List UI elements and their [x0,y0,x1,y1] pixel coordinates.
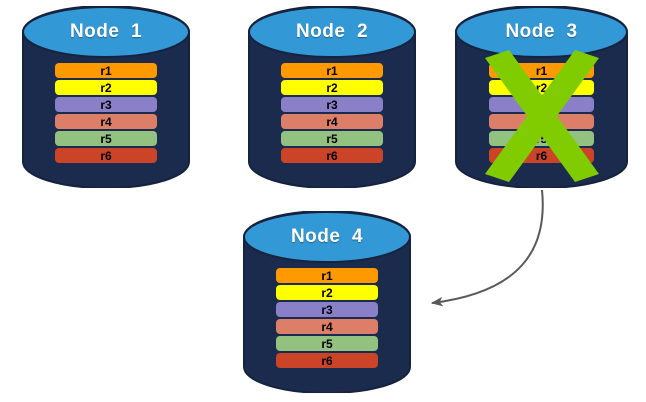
data-row-label: r2 [321,285,333,300]
data-row-label: r1 [100,63,112,78]
data-row-r6[interactable]: r6 [276,353,378,368]
data-row-r3[interactable]: r3 [489,97,594,112]
data-row-label: r3 [100,97,112,112]
data-row-r1[interactable]: r1 [55,63,157,78]
data-row-label: r5 [535,131,548,146]
cylinder-top-ellipse [243,211,411,263]
data-row-label: r5 [321,336,333,351]
data-row-r1[interactable]: r1 [281,63,383,78]
data-row-r1[interactable]: r1 [489,63,594,78]
node-row-list: r1 r2 r3 r4 r5 r6 [248,63,416,163]
data-row-label: r1 [535,63,548,78]
data-row-label: r6 [100,148,112,163]
data-row-label: r2 [535,80,548,95]
data-row-r4[interactable]: r4 [55,114,157,129]
data-row-label: r1 [326,63,338,78]
data-row-r4[interactable]: r4 [281,114,383,129]
data-row-r2[interactable]: r2 [489,80,594,95]
node-row-list: r1 r2 r3 r4 r5 r6 [243,268,411,368]
data-row-label: r3 [535,97,548,112]
data-row-label: r4 [100,114,112,129]
data-row-r5[interactable]: r5 [276,336,378,351]
data-row-label: r4 [535,114,548,129]
data-row-label: r5 [326,131,338,146]
data-row-label: r3 [326,97,338,112]
data-row-r3[interactable]: r3 [276,302,378,317]
data-row-r3[interactable]: r3 [55,97,157,112]
data-row-r2[interactable]: r2 [276,285,378,300]
data-row-label: r6 [321,353,333,368]
data-row-label: r2 [326,80,338,95]
data-row-label: r4 [326,114,338,129]
data-row-r4[interactable]: r4 [489,114,594,129]
data-row-r5[interactable]: r5 [55,131,157,146]
replication-arrow-path [430,189,544,307]
data-row-r3[interactable]: r3 [281,97,383,112]
data-row-r6[interactable]: r6 [281,148,383,163]
data-row-r5[interactable]: r5 [489,131,594,146]
node-row-list: r1 r2 r3 r4 r5 r6 [455,63,628,163]
data-row-r6[interactable]: r6 [55,148,157,163]
data-row-label: r6 [535,148,548,163]
data-row-label: r2 [100,80,112,95]
data-row-label: r5 [100,131,112,146]
data-row-r6[interactable]: r6 [489,148,594,163]
data-row-r1[interactable]: r1 [276,268,378,283]
data-row-label: r4 [321,319,333,334]
node-row-list: r1 r2 r3 r4 r5 r6 [22,63,190,163]
data-row-label: r1 [321,268,333,283]
data-row-r4[interactable]: r4 [276,319,378,334]
cylinder-top-ellipse [455,6,628,58]
data-row-r2[interactable]: r2 [55,80,157,95]
cylinder-top-ellipse [22,6,190,58]
data-row-label: r6 [326,148,338,163]
data-row-r5[interactable]: r5 [281,131,383,146]
data-row-label: r3 [321,302,333,317]
data-row-r2[interactable]: r2 [281,80,383,95]
cylinder-top-ellipse [248,6,416,58]
